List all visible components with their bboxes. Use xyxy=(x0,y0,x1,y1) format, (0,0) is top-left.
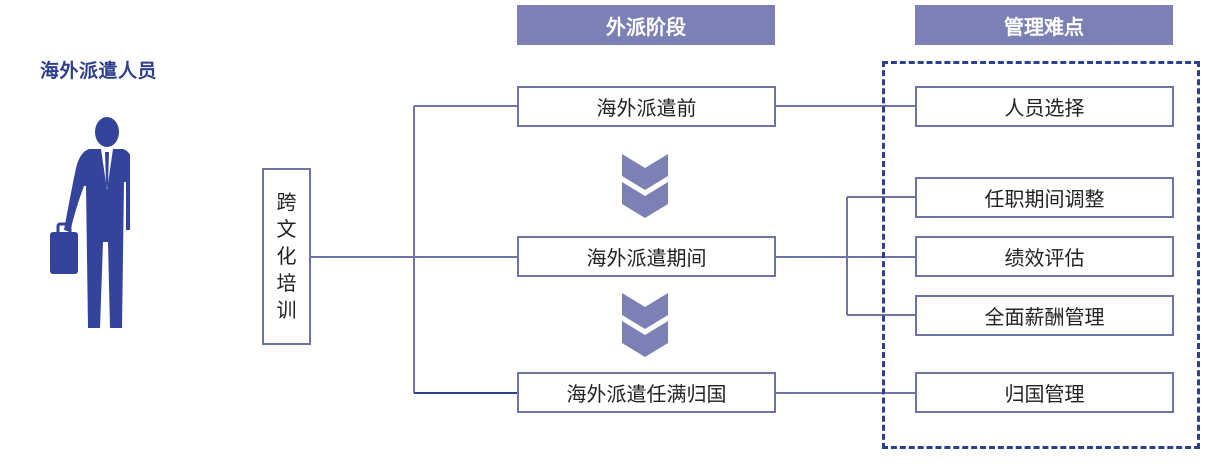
training-char: 训 xyxy=(276,298,297,322)
businessman-with-briefcase-icon xyxy=(40,112,132,338)
down-chevron-icon xyxy=(622,293,668,361)
difficulty-performance-box: 绩效评估 xyxy=(915,236,1174,277)
difficulty-compensation-box: 全面薪酬管理 xyxy=(915,295,1174,336)
down-chevron-icon xyxy=(622,154,668,222)
person-label: 海外派遣人员 xyxy=(40,60,158,82)
training-char: 培 xyxy=(276,271,297,295)
training-char: 跨 xyxy=(276,190,297,214)
stage-before-box: 海外派遣前 xyxy=(517,86,776,127)
stage-return-box: 海外派遣任满归国 xyxy=(517,372,776,413)
difficulty-adjustment-box: 任职期间调整 xyxy=(915,177,1174,218)
stages-header: 外派阶段 xyxy=(517,5,775,45)
difficulties-header: 管理难点 xyxy=(915,5,1173,45)
difficulties-dashed-frame xyxy=(882,61,1200,449)
cross-cultural-training-box: 跨 文 化 培 训 xyxy=(262,168,311,345)
training-char: 文 xyxy=(276,217,297,241)
stage-during-box: 海外派遣期间 xyxy=(517,236,776,277)
training-char: 化 xyxy=(276,244,297,268)
difficulty-selection-box: 人员选择 xyxy=(915,86,1174,127)
difficulty-repatriation-box: 归国管理 xyxy=(915,372,1174,413)
